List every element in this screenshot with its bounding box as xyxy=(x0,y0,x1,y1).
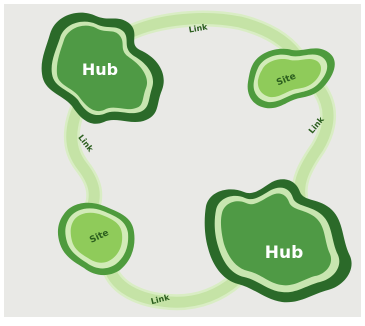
hub-bottom-right-label: Hub xyxy=(265,243,304,263)
hub-top-left-label: Hub xyxy=(82,60,118,79)
